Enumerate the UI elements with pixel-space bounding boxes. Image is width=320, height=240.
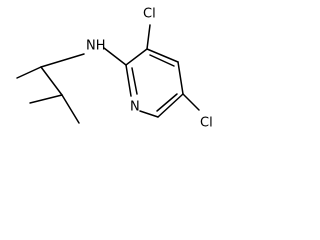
bond-c3-c4-double (149, 54, 175, 67)
amine-nh-label: NH (86, 39, 106, 54)
bond-c4-c5 (177, 61, 184, 95)
amine-linkage (40, 47, 127, 68)
bond-c5-to-cl (182, 93, 200, 111)
chemical-structure-diagram: Cl NH N Cl (16, 7, 213, 131)
bond-c6-n1 (139, 110, 159, 118)
bond-ch-lower-to-methyl-bottom (61, 94, 80, 124)
bond-c5-c6-double (156, 93, 178, 112)
bond-c5-c6 (157, 93, 184, 118)
bond-n1-c2 (125, 64, 132, 97)
bond-ch-lower-to-methyl-left (29, 94, 63, 104)
alkyl-chain (16, 66, 80, 124)
bond-n1-c2-double (131, 67, 138, 95)
bond-nh-to-ring (103, 47, 127, 66)
chlorine-top-label: Cl (143, 7, 156, 22)
bond-c2-c3 (125, 48, 148, 66)
bond-c3-c4 (146, 48, 179, 63)
bond-ch-to-ch-lower (40, 66, 63, 96)
pyridine-ring (125, 48, 184, 118)
bond-c3-to-cl (146, 24, 151, 50)
pyridine-nitrogen-label: N (130, 100, 140, 115)
bond-methyl-top-to-ch (16, 66, 42, 79)
bond-ch-to-nh (40, 53, 85, 68)
chlorine-bottom-label: Cl (200, 116, 213, 131)
substituent-bonds (146, 24, 200, 111)
